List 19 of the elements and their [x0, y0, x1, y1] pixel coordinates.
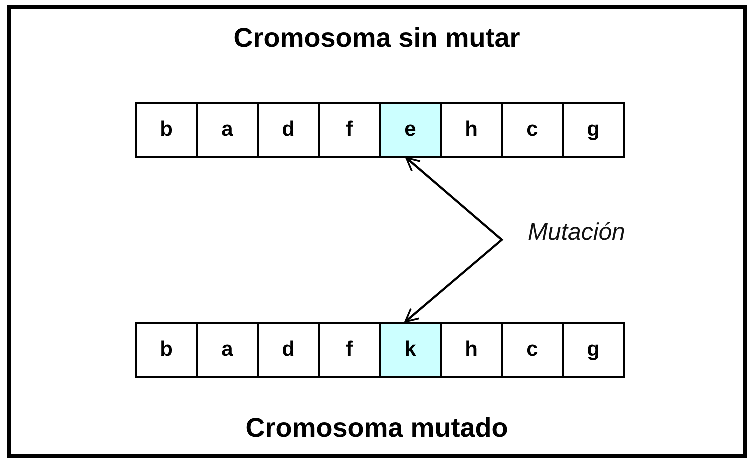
gene-cell: h: [440, 102, 503, 158]
gene-cell: k: [379, 322, 442, 378]
gene-cell: h: [440, 322, 503, 378]
chromosome-heading: Cromosoma sin mutar: [234, 22, 520, 55]
gene-cell: g: [562, 322, 625, 378]
gene-cell: g: [562, 102, 625, 158]
gene-cell: c: [501, 322, 564, 378]
gene-cell: f: [318, 322, 381, 378]
gene-cell: a: [196, 102, 259, 158]
gene-cell: d: [257, 322, 320, 378]
gene-cell: f: [318, 102, 381, 158]
gene-cell: a: [196, 322, 259, 378]
gene-cell: e: [379, 102, 442, 158]
chromosome-heading: Cromosoma mutado: [246, 412, 508, 445]
zigzag-arrow: [404, 157, 504, 323]
gene-cell: d: [257, 102, 320, 158]
gene-cell: b: [135, 322, 198, 378]
gene-cell: c: [501, 102, 564, 158]
gene-cell: b: [135, 102, 198, 158]
